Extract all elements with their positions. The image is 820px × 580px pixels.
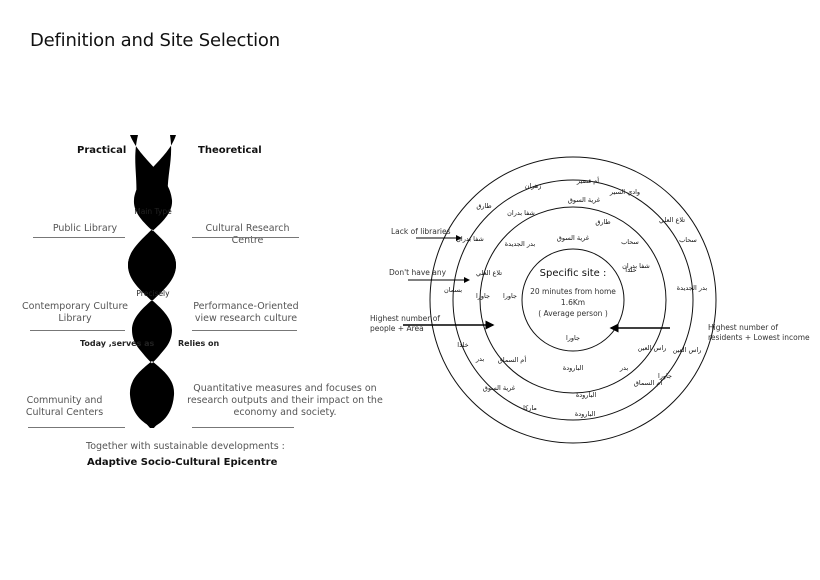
helix-inner-label: Main Type [134, 207, 172, 216]
divider-rule [192, 330, 297, 331]
district-label: وادي السير [609, 188, 640, 196]
district-label: زهران [525, 182, 542, 190]
annotation-lack-of-libraries: Lack of libraries [391, 227, 451, 236]
annotation-dont-have-any: Don't have any [389, 268, 447, 277]
district-label: جاورا [503, 292, 517, 300]
divider-rule [33, 237, 125, 238]
district-label: بسمان [444, 286, 462, 294]
district-label: غرية السوق [483, 384, 516, 392]
district-label: جاورا [566, 334, 580, 342]
divider-rule [30, 330, 125, 331]
annotation-highest-residents: Highest number of residents + Lowest inc… [708, 323, 810, 342]
practical-item: Contemporary Culture Library [22, 301, 128, 324]
district-label: سحاب [621, 238, 639, 246]
district-label: تلاع العلي [659, 216, 685, 224]
specific-site-title: Specific site : [539, 268, 607, 279]
district-label: شفا بدران [456, 235, 484, 243]
district-label: سحاب [679, 236, 697, 244]
district-label: أم قصير [576, 176, 599, 185]
practical-header: Practical [77, 145, 127, 156]
district-label: غرية السوق [568, 196, 601, 204]
district-label: طارق [595, 218, 610, 226]
connector-left-label: Today ,serves as [80, 339, 155, 348]
helix-strand-b [128, 135, 176, 428]
theoretical-item: Performance-Oriented view research cultu… [193, 301, 299, 324]
practical-item: Community and Cultural Centers [25, 395, 104, 418]
theoretical-header: Theoretical [198, 145, 262, 156]
specific-site-note: ( Average person ) [538, 309, 608, 318]
district-label: غرية السوق [557, 234, 590, 242]
footer-concept: Adaptive Socio-Cultural Epicentre [87, 457, 278, 468]
ring-2 [479, 206, 667, 394]
annotation-highest-people: Highest number of people + Area [370, 314, 440, 333]
ring-outer [429, 156, 717, 444]
connector-right-label: Relies on [178, 339, 220, 348]
divider-rule [192, 427, 294, 428]
practical-item: Public Library [52, 223, 118, 234]
theoretical-item: Cultural Research Centre [205, 223, 290, 246]
district-label: تلاع العلي [476, 269, 502, 277]
district-label: بدر [475, 355, 485, 363]
district-label: بدر الجديدة [677, 284, 708, 292]
dna-helix-icon [128, 135, 176, 428]
ring-3 [452, 179, 694, 421]
district-label: جاورا [476, 292, 490, 300]
district-label: خلدا [457, 341, 468, 349]
ring-inner [521, 248, 625, 352]
district-label: بدر الجديدة [505, 240, 536, 248]
district-label: راس العين [673, 346, 702, 354]
specific-site-distance-time: 20 minutes from home [530, 287, 616, 296]
district-label: جاورا [658, 372, 672, 380]
district-label: ماركا [523, 404, 537, 412]
page-title: Definition and Site Selection [30, 30, 280, 51]
district-label: شفا بدران [507, 209, 535, 217]
district-label: طارق [476, 202, 491, 210]
divider-rule [192, 237, 299, 238]
district-label: البارودة [563, 364, 584, 372]
district-label: أم السماق [634, 378, 662, 387]
district-label: البارودة [576, 391, 597, 399]
footer-subtitle: Together with sustainable developments : [86, 441, 285, 452]
helix-inner-label: Precisely [136, 289, 170, 298]
district-label: شفا بدران [622, 262, 650, 270]
district-label: راس العين [638, 344, 667, 352]
district-label: بدر [619, 364, 629, 372]
theoretical-item: Quantitative measures and focuses on res… [187, 383, 383, 418]
divider-rule [28, 427, 125, 428]
district-label: البارودة [575, 410, 596, 418]
specific-site-distance-km: 1.6Km [560, 298, 586, 307]
district-label: أم السماق [498, 355, 526, 364]
district-label: خلدا [625, 266, 636, 274]
